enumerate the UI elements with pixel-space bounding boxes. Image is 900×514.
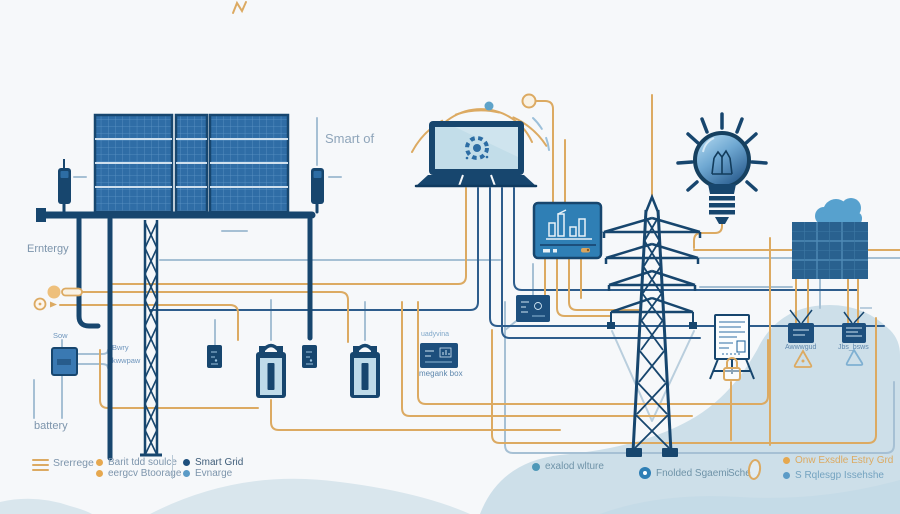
teal-dot-icon xyxy=(532,462,540,471)
storage-lines-icon xyxy=(32,459,49,471)
legend-storage-label: Srerrege xyxy=(53,457,94,469)
battery-unit-icon xyxy=(51,347,78,376)
whiteboard-icon xyxy=(709,314,755,380)
legend-item-grid-line: Onw Exsdle Estry Grd xyxy=(783,455,893,466)
legend-item-issehshe: S Rqlesgp Issehshe xyxy=(783,470,884,481)
lightbulb-icon xyxy=(676,112,768,224)
legend-item-battery-source: Barit tdd soulce xyxy=(96,457,177,468)
legend-battery-source-label: Barit tdd soulce xyxy=(108,457,177,468)
legend-exalod-label: exalod wlture xyxy=(545,461,604,472)
warning-triangle-icon-orange xyxy=(793,349,813,368)
battery-icon-2 xyxy=(350,343,380,398)
inverter-bottom-label: megank box xyxy=(419,369,463,378)
node-icon xyxy=(521,93,537,109)
legend-item-smart-grid: Smart Grid xyxy=(183,457,243,468)
laptop-icon xyxy=(414,121,538,188)
gauge-icon xyxy=(33,297,57,311)
sow-label: Sow xyxy=(53,331,68,340)
sensor-box-icon-2 xyxy=(302,345,317,368)
legend-issehshe-label: S Rqlesgp Issehshe xyxy=(795,470,884,481)
legend-fnolded-label: Fnolded Sgaemi xyxy=(656,467,729,479)
smart-of-label: Smart of xyxy=(325,131,375,146)
orange-dot-icon xyxy=(96,459,103,466)
blue-dot-icon xyxy=(783,472,790,479)
solar-panel-array xyxy=(93,113,290,214)
control-box-icon xyxy=(420,343,458,368)
battery-icon-1 xyxy=(256,343,286,398)
battery-label: battery xyxy=(34,420,68,432)
legend-grid-line-label: Onw Exsdle Estry Grd xyxy=(795,455,894,466)
legend-energy-storage-label: eergcv Btoorage xyxy=(108,468,182,479)
meter-a-label: Awwwgud xyxy=(785,344,817,351)
meter-b-label: Jbs_bsws xyxy=(838,344,869,351)
bar-chart-icon xyxy=(546,209,592,240)
bwry-label: Bwry xyxy=(112,343,129,352)
legend-item-fnolded: Fnolded Sgaemi xyxy=(639,467,729,479)
sensor-box-icon-1 xyxy=(207,345,222,368)
background-clouds xyxy=(0,305,900,514)
solar-panel-icon xyxy=(792,222,868,279)
kwwpaw-label: kwwpaw xyxy=(112,356,141,365)
inverter-icon-right xyxy=(311,168,324,204)
legend-divider xyxy=(172,455,173,479)
transmission-tower-icon xyxy=(602,193,702,457)
legend-item-exalod: exalod wlture xyxy=(532,461,604,472)
mount-structure xyxy=(36,202,319,461)
orange-dot-icon xyxy=(783,457,790,464)
blue-dot-icon xyxy=(183,470,190,477)
navy-dot-icon xyxy=(183,459,190,466)
legend-smart-grid-label: Smart Grid xyxy=(195,457,244,468)
sche-label: Sche xyxy=(728,468,751,479)
catenary-wire xyxy=(611,330,695,422)
meter-box-icon-b xyxy=(842,307,872,343)
lock-icon xyxy=(723,357,741,381)
orange-dot-icon xyxy=(96,470,103,477)
legend-item-evnarge: Evnarge xyxy=(183,468,232,479)
key-icon xyxy=(47,285,83,299)
meter-box-icon-a xyxy=(788,309,814,343)
cloud-icon xyxy=(815,198,862,225)
legend-item-energy-storage: eergcv Btoorage xyxy=(96,468,181,479)
monitor-chart-icon xyxy=(532,201,603,260)
ring-dot-icon xyxy=(639,467,651,479)
inverter-top-label: uadyvina xyxy=(421,331,450,338)
gear-icon xyxy=(465,136,489,160)
entergy-label: Erntergy xyxy=(27,243,69,255)
lattice-mast-icon xyxy=(140,220,162,457)
circuit-box-icon xyxy=(516,295,550,322)
signal-dot xyxy=(484,101,494,111)
warning-triangle-icon-blue xyxy=(845,348,864,366)
legend-evnarge-label: Evnarge xyxy=(195,468,233,479)
inverter-icon-left xyxy=(58,159,71,204)
spark-icon xyxy=(232,0,247,14)
